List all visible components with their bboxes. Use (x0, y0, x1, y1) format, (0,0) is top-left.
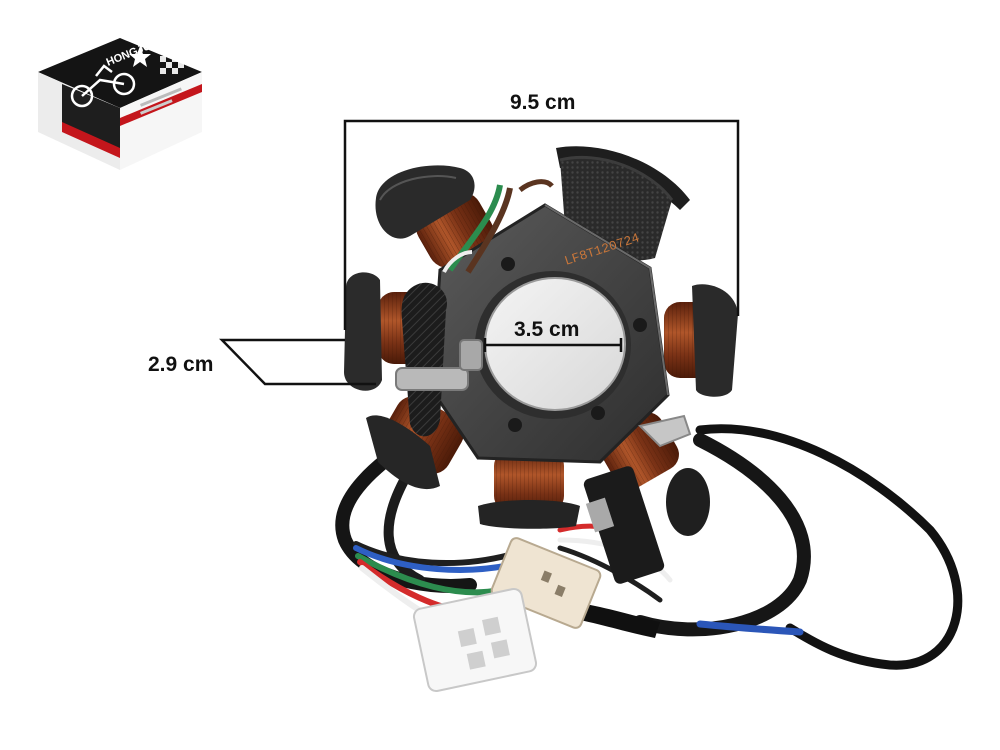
stator-pole (375, 165, 494, 268)
bore-dimension-label: 3.5 cm (514, 318, 580, 341)
cable-clamp (395, 367, 469, 391)
connector-4pin (412, 587, 538, 693)
dimension-lines (219, 119, 740, 386)
star-icon (129, 46, 151, 67)
stator-pole (478, 450, 580, 529)
stator-pole (366, 396, 464, 490)
stator: LF8T120724 (344, 146, 738, 529)
product-box: HONGJU (38, 38, 202, 170)
motorbike-icon (70, 64, 136, 108)
connector-black (583, 466, 710, 584)
width-dimension-line (343, 119, 740, 330)
height-dimension-line (219, 338, 376, 386)
mounting-bracket (638, 414, 692, 448)
width-dimension-label: 9.5 cm (510, 91, 576, 114)
height-dimension-label: 2.9 cm (148, 353, 214, 376)
mounting-holes (501, 257, 647, 432)
stator-pole (664, 284, 738, 397)
braided-sleeve (401, 282, 448, 437)
